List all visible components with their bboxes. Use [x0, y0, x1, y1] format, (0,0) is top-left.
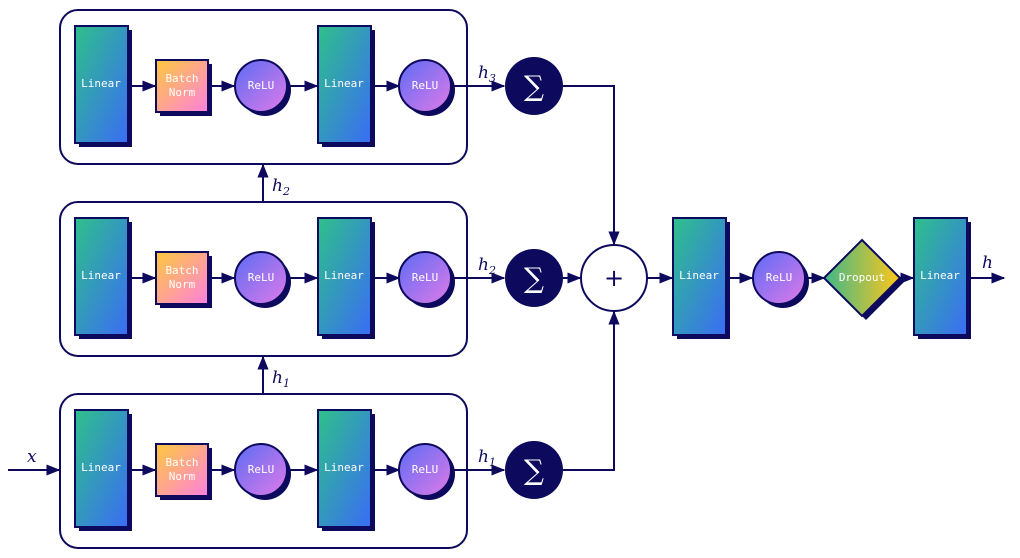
linear-layer-label: Linear [324, 269, 364, 282]
relu-layer [234, 251, 291, 308]
relu-layer-label: ReLU [412, 271, 439, 284]
output-label-h3: h3 [478, 63, 496, 85]
head-linear-layer [672, 217, 730, 339]
plus-symbol: + [604, 264, 624, 292]
relu-layer [398, 443, 455, 500]
linear-layer-label: Linear [324, 77, 364, 90]
linear-layer [317, 25, 375, 147]
linear-layer-label: Linear [324, 461, 364, 474]
relu-layer-label: ReLU [248, 463, 275, 476]
relu-layer [398, 251, 455, 308]
sum-node [505, 57, 563, 115]
output-label-h: h [982, 253, 993, 273]
dropout-label: Dropout [839, 271, 885, 284]
sum-node [505, 441, 563, 499]
output-label-h2: h2 [478, 255, 496, 277]
head-linear-layer [913, 217, 971, 339]
output-label-h1: h1 [478, 447, 496, 469]
relu-layer-label: ReLU [248, 79, 275, 92]
linear-layer [74, 25, 132, 147]
arrow [563, 85, 620, 246]
relu-layer [234, 443, 291, 500]
batchnorm-layer [155, 59, 212, 116]
relu-layer-label: ReLU [412, 463, 439, 476]
linear-layer-label: Linear [81, 77, 121, 90]
head-linear-layer-label: Linear [679, 269, 719, 282]
head-relu-layer [752, 251, 809, 308]
h2-vertical-label: h2 [272, 176, 290, 198]
linear-layer [74, 217, 132, 339]
sum-symbol: ∑ [524, 70, 544, 103]
batchnorm-layer [155, 443, 212, 500]
sum-node [505, 249, 563, 307]
dropout-layer [822, 238, 904, 320]
batchnorm-layer [155, 251, 212, 308]
head-relu-layer-label: ReLU [766, 271, 793, 284]
linear-layer [74, 409, 132, 531]
linear-layer-label: Linear [81, 269, 121, 282]
relu-layer-label: ReLU [412, 79, 439, 92]
sum-symbol: ∑ [524, 262, 544, 295]
relu-layer-label: ReLU [248, 271, 275, 284]
sum-symbol: ∑ [524, 454, 544, 487]
arrow [563, 310, 620, 471]
linear-layer-label: Linear [81, 461, 121, 474]
input-label-x: x [27, 447, 37, 467]
relu-layer [398, 59, 455, 116]
linear-layer [317, 409, 375, 531]
h1-vertical-label: h1 [272, 368, 290, 390]
linear-layer [317, 217, 375, 339]
head-linear-layer-label: Linear [920, 269, 960, 282]
